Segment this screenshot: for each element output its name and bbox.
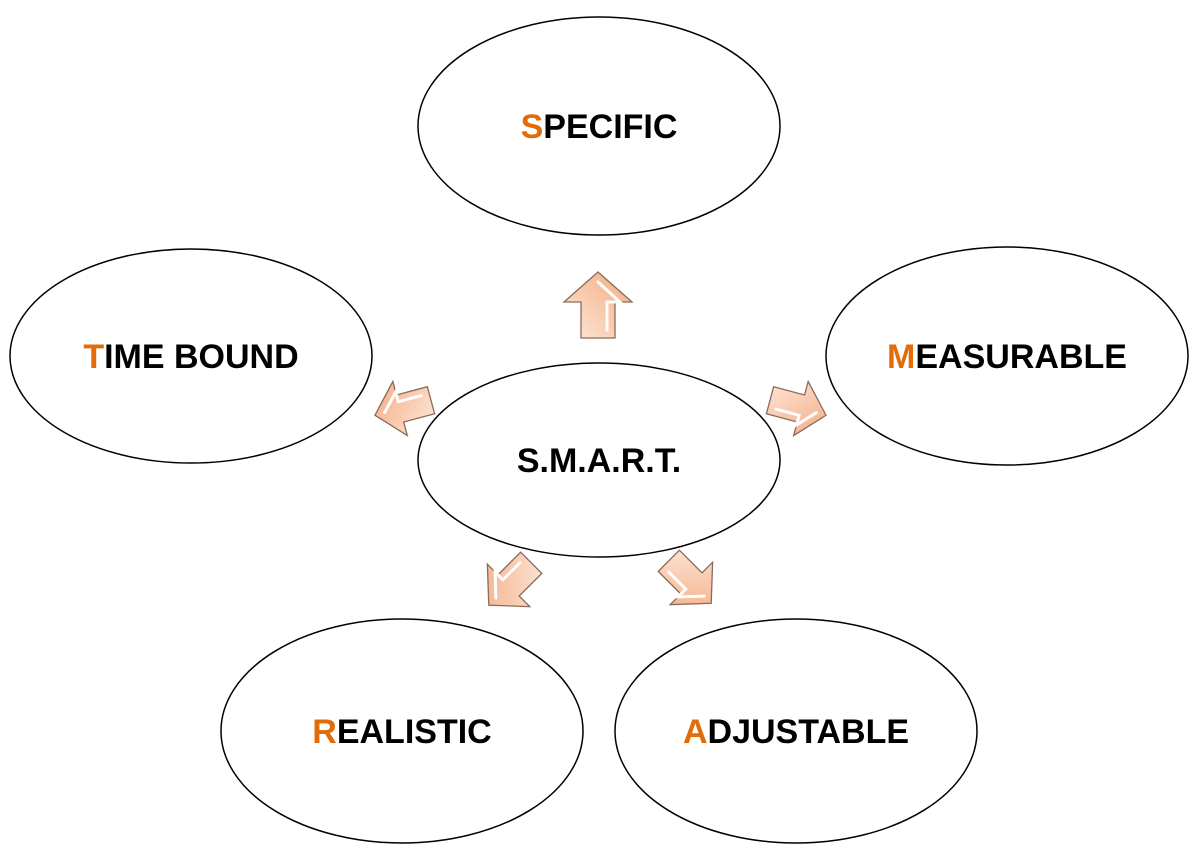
- node-time-bound: TIME BOUND: [9, 248, 373, 464]
- node-specific-label: SPECIFIC: [521, 108, 678, 146]
- arrow-to-adjustable: [657, 549, 714, 606]
- node-time-bound-ellipse: [9, 248, 373, 464]
- node-specific: SPECIFIC: [417, 16, 781, 236]
- node-adjustable-ellipse: [614, 618, 978, 844]
- node-adjustable-label: ADJUSTABLE: [683, 713, 909, 751]
- node-adjustable-initial: A: [683, 713, 708, 751]
- arrow-to-realistic-shape: [486, 551, 543, 608]
- node-realistic-ellipse: [220, 618, 584, 844]
- node-center: S.M.A.R.T.: [417, 362, 781, 558]
- arrow-to-realistic-highlight: [493, 561, 522, 600]
- node-measurable-rest: EASURABLE: [915, 338, 1127, 376]
- node-adjustable-rest: DJUSTABLE: [708, 713, 910, 751]
- node-measurable: MEASURABLE: [825, 246, 1189, 466]
- node-realistic-label: REALISTIC: [312, 713, 491, 751]
- node-time-bound-label: TIME BOUND: [83, 338, 298, 376]
- center-label: S.M.A.R.T.: [517, 442, 681, 480]
- arrow-to-specific-shape: [562, 271, 634, 339]
- node-specific-ellipse: [417, 16, 781, 236]
- arrow-to-adjustable-shape: [657, 549, 714, 606]
- arrow-to-specific: [562, 271, 634, 339]
- node-adjustable: ADJUSTABLE: [614, 618, 978, 844]
- arrow-to-realistic: [486, 551, 543, 608]
- arrow-to-measurable-shape: [765, 379, 827, 437]
- node-realistic: REALISTIC: [220, 618, 584, 844]
- arrow-to-measurable-highlight: [774, 407, 818, 429]
- node-measurable-initial: M: [887, 338, 915, 376]
- node-specific-rest: PECIFIC: [543, 108, 677, 146]
- node-realistic-rest: EALISTIC: [337, 713, 492, 751]
- node-time-bound-initial: T: [83, 338, 104, 376]
- node-center-ellipse: [417, 362, 781, 558]
- arrow-to-measurable: [765, 379, 827, 437]
- node-measurable-ellipse: [825, 246, 1189, 466]
- arrow-to-adjustable-highlight: [667, 570, 706, 599]
- arrow-to-specific-highlight: [596, 280, 624, 332]
- node-realistic-initial: R: [312, 713, 337, 751]
- arrow-to-time-bound-highlight: [383, 388, 423, 415]
- node-measurable-label: MEASURABLE: [887, 338, 1127, 376]
- node-time-bound-rest: IME BOUND: [104, 338, 299, 376]
- node-specific-initial: S: [521, 108, 544, 146]
- arrow-to-time-bound: [374, 379, 436, 437]
